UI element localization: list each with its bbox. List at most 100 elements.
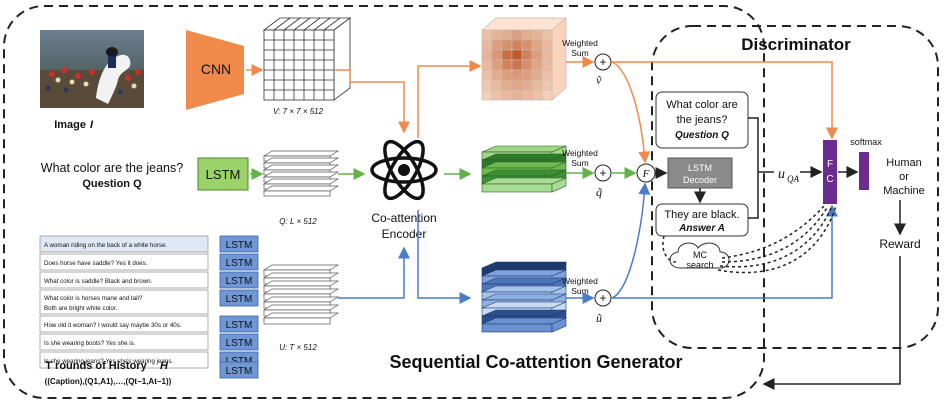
machine-label: Machine bbox=[883, 185, 925, 197]
svg-text:Weighted: Weighted bbox=[562, 38, 598, 48]
svg-text:What color is horses mane and: What color is horses mane and tail? bbox=[44, 295, 143, 302]
weighted-sum-q: Weighted Sum + q̃ bbox=[562, 148, 612, 199]
atom-icon bbox=[370, 139, 438, 201]
q-dims: Q: L × 512 bbox=[279, 217, 317, 226]
v-dims: V: 7 × 7 × 512 bbox=[273, 107, 324, 116]
history-item: How old it woman? I would say maybe 30s … bbox=[39, 315, 209, 333]
input-image bbox=[40, 30, 144, 108]
svg-text:Weighted: Weighted bbox=[562, 148, 598, 158]
svg-text:Both are bright white color.: Both are bright white color. bbox=[44, 305, 118, 312]
generator-title: Sequential Co-attention Generator bbox=[389, 352, 682, 372]
softmax-block bbox=[859, 152, 869, 190]
svg-text:Sum: Sum bbox=[571, 48, 588, 58]
cnn-label: CNN bbox=[201, 61, 231, 77]
history-item: What color is horses mane and tail? Both … bbox=[39, 289, 209, 315]
coattention-label: Co-attention bbox=[371, 211, 436, 225]
q-feature-stack bbox=[262, 150, 340, 197]
u-qa-label: u bbox=[778, 167, 785, 182]
history-label: T rounds of History bbox=[45, 360, 147, 372]
history-item: Is she wearing boots? Yes she is. bbox=[39, 333, 209, 351]
svg-text:LSTM: LSTM bbox=[226, 294, 253, 305]
fc-label-c: C bbox=[826, 174, 833, 185]
image-symbol: I bbox=[90, 119, 94, 131]
history-lstm: LSTM bbox=[219, 361, 259, 379]
cnn-block bbox=[186, 30, 244, 110]
svg-text:LSTM: LSTM bbox=[226, 356, 253, 367]
answer-label: Answer A bbox=[678, 223, 725, 234]
svg-text:+: + bbox=[599, 55, 606, 69]
svg-text:Is she wearing boots? Yes she: Is she wearing boots? Yes she is. bbox=[44, 340, 136, 347]
weighted-sum-v: Weighted Sum + ṽ bbox=[562, 38, 612, 87]
svg-text:ṽ: ṽ bbox=[596, 73, 602, 87]
svg-text:search: search bbox=[686, 260, 713, 270]
svg-text:Does horse have saddle? Yes it: Does horse have saddle? Yes it does. bbox=[44, 260, 148, 267]
svg-text:How old it woman? I would say: How old it woman? I would say maybe 30s … bbox=[44, 322, 182, 329]
fusion-label: F bbox=[642, 168, 650, 180]
or-label: or bbox=[899, 171, 909, 183]
history-item: Is she wearing jeans? Yes she's wearing … bbox=[39, 351, 209, 369]
history-lstm: LSTM bbox=[219, 289, 259, 307]
svg-text:q̃: q̃ bbox=[596, 185, 602, 199]
history-lstm: LSTM bbox=[219, 271, 259, 289]
u-dims: U: T × 512 bbox=[279, 343, 317, 352]
svg-text:LSTM: LSTM bbox=[226, 258, 253, 269]
human-label: Human bbox=[886, 157, 921, 169]
disc-question-label: Question Q bbox=[675, 130, 729, 141]
lstm-decoder-box bbox=[667, 157, 733, 189]
history-lstm: LSTM bbox=[219, 315, 259, 333]
svg-text:Sum: Sum bbox=[571, 286, 588, 296]
u-feature-stack bbox=[262, 264, 340, 325]
svg-text:ũ: ũ bbox=[596, 311, 602, 325]
q-attended-stack bbox=[481, 145, 567, 193]
lstm-decoder-line2: Decoder bbox=[683, 175, 717, 185]
image-caption: Image bbox=[54, 119, 86, 131]
svg-text:A woman riding on the back of: A woman riding on the back of a white ho… bbox=[44, 242, 167, 249]
weighted-sum-u: Weighted Sum + ũ bbox=[562, 276, 612, 325]
lstm-decoder-line1: LSTM bbox=[688, 163, 712, 173]
svg-text:LSTM: LSTM bbox=[226, 338, 253, 349]
coattention-label2: Encoder bbox=[382, 227, 427, 241]
v-feature-cube bbox=[262, 17, 352, 101]
svg-text:MC: MC bbox=[693, 250, 707, 260]
answer-box bbox=[655, 203, 749, 237]
fc-label-f: F bbox=[827, 159, 833, 170]
svg-text:Weighted: Weighted bbox=[562, 276, 598, 286]
svg-text:LSTM: LSTM bbox=[226, 276, 253, 287]
history-lstm: LSTM bbox=[219, 253, 259, 271]
history-lstm: LSTM bbox=[219, 333, 259, 351]
question-label: Question Q bbox=[82, 178, 142, 190]
history-symbol: H bbox=[160, 360, 169, 372]
softmax-label: softmax bbox=[850, 137, 882, 147]
arrows bbox=[246, 56, 906, 390]
history-item: What color is saddle? Black and brown. bbox=[39, 271, 209, 289]
disc-question-line2: the jeans? bbox=[677, 114, 728, 126]
disc-question-line1: What color are bbox=[666, 99, 738, 111]
question-text: What color are the jeans? bbox=[41, 161, 183, 175]
history-formula: ((Caption),(Q1,A1),…,(Qt−1,At−1)) bbox=[45, 377, 172, 386]
disc-question-box bbox=[655, 91, 749, 149]
mc-search-cloud: MC search bbox=[669, 242, 730, 270]
discriminator-title: Discriminator bbox=[741, 35, 851, 54]
history-list: A woman riding on the back of a white ho… bbox=[39, 235, 209, 369]
history-item: A woman riding on the back of a white ho… bbox=[39, 235, 209, 253]
svg-text:+: + bbox=[599, 166, 606, 180]
history-lstm: LSTM bbox=[219, 235, 259, 253]
svg-text:+: + bbox=[599, 291, 606, 305]
u-attended-stack bbox=[481, 261, 567, 333]
svg-text:LSTM: LSTM bbox=[226, 240, 253, 251]
fc-block bbox=[823, 140, 837, 204]
discriminator-container bbox=[651, 25, 939, 349]
u-qa-sub: QA bbox=[787, 174, 799, 184]
generator-container bbox=[3, 5, 765, 399]
svg-text:Sum: Sum bbox=[571, 158, 588, 168]
svg-text:LSTM: LSTM bbox=[226, 366, 253, 377]
answer-text: They are black. bbox=[664, 209, 739, 221]
question-lstm-label: LSTM bbox=[206, 167, 241, 182]
svg-text:Is she wearing jeans? Yes she': Is she wearing jeans? Yes she's wearing … bbox=[44, 358, 173, 365]
reward-label: Reward bbox=[879, 237, 920, 251]
history-item: Does horse have saddle? Yes it does. bbox=[39, 253, 209, 271]
v-attended-cube bbox=[481, 17, 567, 101]
svg-text:LSTM: LSTM bbox=[226, 320, 253, 331]
